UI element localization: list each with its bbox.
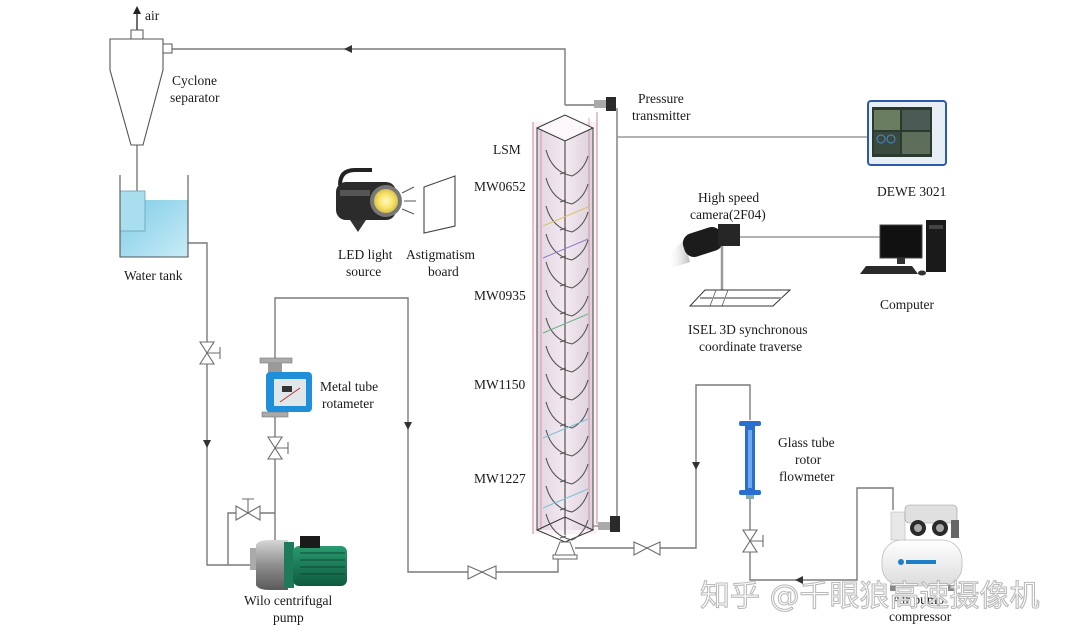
flow-arrow-left: [344, 45, 352, 53]
valve-air-inlet[interactable]: [633, 541, 661, 556]
vane-tip: [559, 311, 567, 315]
astigmatism-board: [423, 175, 456, 234]
return-pipe-to-cyclone: [172, 48, 566, 105]
pressure-label-1: Pressure: [638, 91, 684, 106]
compressor-label-1: Air pump: [892, 592, 944, 607]
vane-tip: [559, 171, 567, 175]
pressure-label-2: transmitter: [632, 108, 691, 123]
vane-tip: [559, 199, 567, 203]
valve-water-inlet[interactable]: [467, 565, 497, 580]
rotameter-label-2: rotameter: [322, 396, 374, 411]
glass-flowmeter-label-1: Glass tube: [778, 435, 835, 450]
swirl-vane: [545, 373, 589, 401]
vane-tip: [559, 367, 567, 371]
high-speed-camera: [668, 224, 740, 290]
vane-tip: [559, 451, 567, 455]
computer-label: Computer: [880, 297, 934, 312]
swirl-vanes: [545, 149, 589, 541]
cyclone-label-2: separator: [170, 90, 220, 105]
swirl-vane: [545, 177, 589, 205]
piping: [136, 45, 894, 584]
section-label-mw0652: MW0652: [474, 179, 526, 194]
swirl-vane: [545, 429, 589, 457]
watermark: 知乎 @千眼狼高速摄像机: [700, 579, 1040, 614]
traverse-label-1: ISEL 3D synchronous: [688, 322, 808, 337]
compressor-to-flowmeter-pipe: [749, 495, 858, 581]
compressor-label-2: compressor: [889, 609, 952, 624]
supply-pipe-to-column: [274, 297, 559, 573]
air-arrow-icon: [133, 6, 141, 14]
air-label: air: [145, 8, 160, 23]
swirl-vane: [545, 205, 589, 233]
compressor-outlet-pipe: [856, 487, 894, 510]
pressure-transmitter-top: [594, 97, 616, 111]
flow-arrow-down-2: [404, 422, 412, 430]
dewe-3021-device: [867, 100, 947, 166]
flow-arrow-down-3: [692, 462, 700, 470]
vane-tip: [559, 339, 567, 343]
pump-label-2: pump: [273, 610, 304, 625]
water-tank: [119, 175, 189, 258]
valve-rotameter[interactable]: [266, 436, 289, 460]
glass-flowmeter-label-2: rotor: [795, 452, 822, 467]
test-column: [532, 112, 598, 560]
section-label-mw1150: MW1150: [474, 377, 525, 392]
led-label-2: source: [346, 264, 381, 279]
computer: [860, 220, 946, 276]
wilo-centrifugal-pump: [250, 536, 347, 590]
swirl-vane: [545, 233, 589, 261]
metal-tube-rotameter: [259, 357, 312, 418]
vane-tip: [559, 507, 567, 511]
led-label-1: LED light: [338, 247, 393, 262]
glass-tube-rotor-flowmeter: [739, 421, 761, 499]
flow-arrow-down: [203, 440, 211, 448]
vane-tip: [559, 479, 567, 483]
pressure-transmitter-bottom: [598, 516, 620, 532]
rotameter-label-1: Metal tube: [320, 379, 378, 394]
vane-tip: [559, 395, 567, 399]
board-label-1: Astigmatism: [406, 247, 476, 262]
vane-tip: [559, 535, 567, 539]
cyclone-label-1: Cyclone: [172, 73, 217, 88]
coordinate-traverse: [688, 289, 792, 307]
vane-tip: [559, 227, 567, 231]
valve-tank-outlet[interactable]: [198, 341, 221, 365]
camera-label-2: camera(2F04): [690, 207, 766, 222]
swirl-vane: [545, 457, 589, 485]
section-label-mw1227: MW1227: [474, 471, 526, 486]
dewe-label: DEWE 3021: [877, 184, 946, 199]
water-tank-label: Water tank: [124, 268, 183, 283]
led-bulb-icon: [374, 189, 398, 213]
vane-tip: [559, 423, 567, 427]
valve-bypass[interactable]: [235, 498, 261, 521]
air-compressor: [881, 504, 963, 591]
camera-label-1: High speed: [698, 190, 759, 205]
section-label-lsm: LSM: [493, 142, 521, 157]
swirl-vane: [545, 513, 589, 541]
swirl-vane: [545, 345, 589, 373]
section-label-mw0935: MW0935: [474, 288, 526, 303]
swirl-vane: [545, 485, 589, 513]
vane-tip: [559, 283, 567, 287]
glass-flowmeter-label-3: flowmeter: [779, 469, 835, 484]
led-light-source: [336, 168, 416, 232]
traverse-label-2: coordinate traverse: [699, 339, 802, 354]
swirl-vane: [545, 289, 589, 317]
cyclone-separator: [109, 6, 173, 146]
swirl-vane: [545, 317, 589, 345]
pump-label-1: Wilo centrifugal: [244, 593, 333, 608]
valve-air-flowmeter[interactable]: [741, 529, 764, 553]
swirl-vane: [545, 149, 589, 177]
flow-arrow-left-2: [795, 576, 803, 584]
swirl-vane: [545, 261, 589, 289]
board-label-2: board: [428, 264, 459, 279]
vane-tip: [559, 255, 567, 259]
